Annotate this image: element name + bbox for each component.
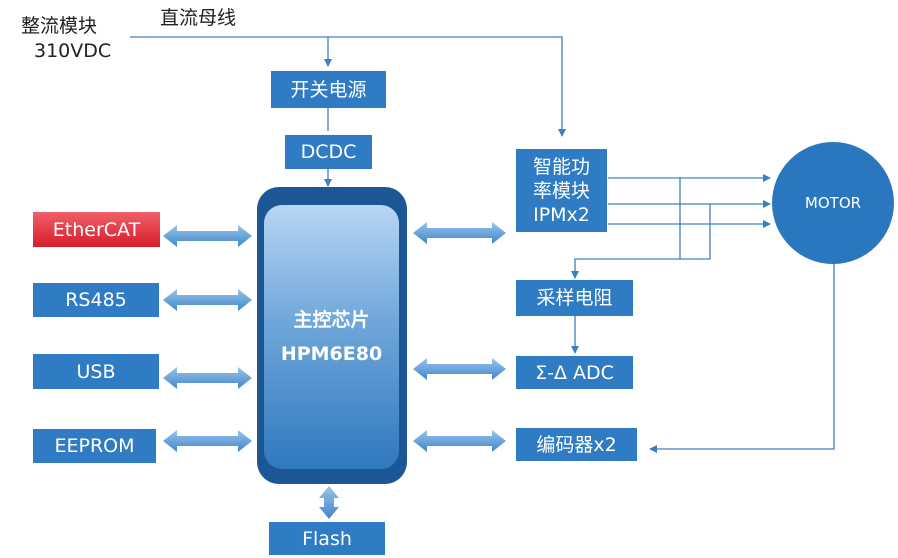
encoder-feedback-line [649, 264, 835, 453]
rectifier-voltage-label: 310VDC [34, 40, 112, 62]
encoder-block: 编码器x2 [516, 428, 637, 461]
adc-block: Σ-Δ ADC [516, 356, 633, 389]
mcu-chip: 主控芯片 HPM6E80 [264, 205, 399, 469]
flash-block: Flash [269, 522, 385, 555]
ipm-label-line3: IPMx2 [533, 203, 590, 226]
rs485-block: RS485 [33, 283, 159, 317]
dcdc-block: DCDC [285, 135, 372, 169]
usb-link-arrow [163, 367, 252, 389]
sense-bus-line [571, 258, 710, 279]
dc-bus-label: 直流母线 [160, 7, 237, 29]
rectifier-label: 整流模块 [21, 15, 98, 37]
ipm-link-arrow [413, 222, 506, 244]
usb-block: USB [33, 354, 159, 389]
rs485-link-arrow [163, 289, 252, 311]
ethercat-block: EtherCAT [33, 212, 160, 247]
mcu-part-number: HPM6E80 [280, 343, 383, 365]
smps-block: 开关电源 [271, 71, 386, 108]
ipm-block: 智能功 率模块 IPMx2 [516, 149, 607, 232]
shunt-resistor-block: 采样电阻 [516, 280, 633, 316]
flash-link-arrow [319, 486, 339, 519]
eeprom-link-arrow [163, 430, 252, 452]
adc-link-arrow [413, 358, 506, 380]
motor-circle: MOTOR [772, 142, 894, 264]
eeprom-block: EEPROM [33, 429, 156, 463]
mcu-title: 主控芯片 [293, 309, 370, 331]
dc-bus-line [130, 36, 566, 137]
ipm-label-line1: 智能功 [532, 155, 590, 178]
ethercat-link-arrow [163, 225, 252, 247]
encoder-link-arrow [413, 430, 506, 452]
ipm-label-line2: 率模块 [532, 179, 590, 202]
